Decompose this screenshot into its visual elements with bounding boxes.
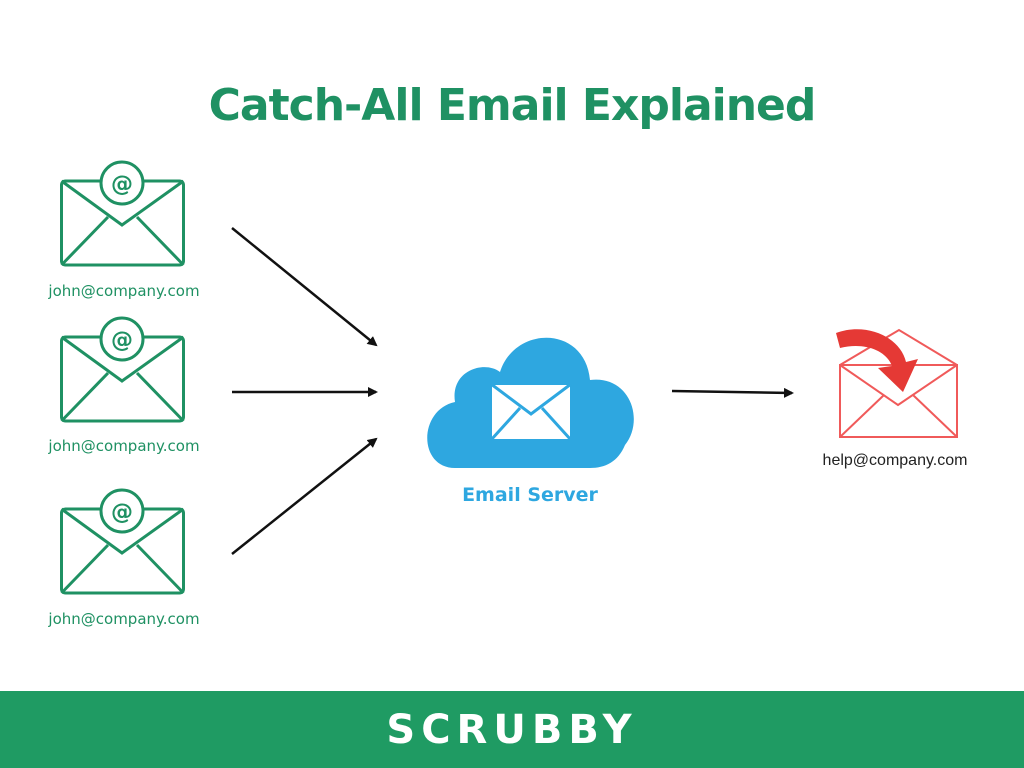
arrow-server-to-inbox bbox=[671, 387, 794, 398]
at-sign-icon: @ bbox=[111, 172, 133, 197]
mail-icon bbox=[489, 382, 573, 442]
cloud-server-icon bbox=[427, 337, 634, 468]
diagram-title: Catch-All Email Explained bbox=[208, 80, 817, 131]
destination-address: help@company.com bbox=[822, 452, 968, 469]
sender-address-1: john@company.com bbox=[48, 282, 200, 300]
sender-address-2: john@company.com bbox=[48, 437, 200, 455]
incoming-curved-arrow-icon bbox=[836, 329, 918, 392]
sender-address-3: john@company.com bbox=[48, 610, 200, 628]
at-sign-icon: @ bbox=[111, 500, 133, 525]
arrow-sender-3-to-server bbox=[231, 437, 378, 555]
email-server-label: Email Server bbox=[462, 484, 598, 506]
envelope-icon: @ bbox=[60, 160, 185, 267]
envelope-icon: @ bbox=[60, 488, 185, 595]
envelope-icon: @ bbox=[60, 316, 185, 423]
arrow-sender-1-to-server bbox=[231, 227, 378, 347]
footer-bar: SCRUBBY bbox=[0, 691, 1024, 768]
at-sign-icon: @ bbox=[111, 328, 133, 353]
brand-logo-text: SCRUBBY bbox=[386, 706, 638, 753]
